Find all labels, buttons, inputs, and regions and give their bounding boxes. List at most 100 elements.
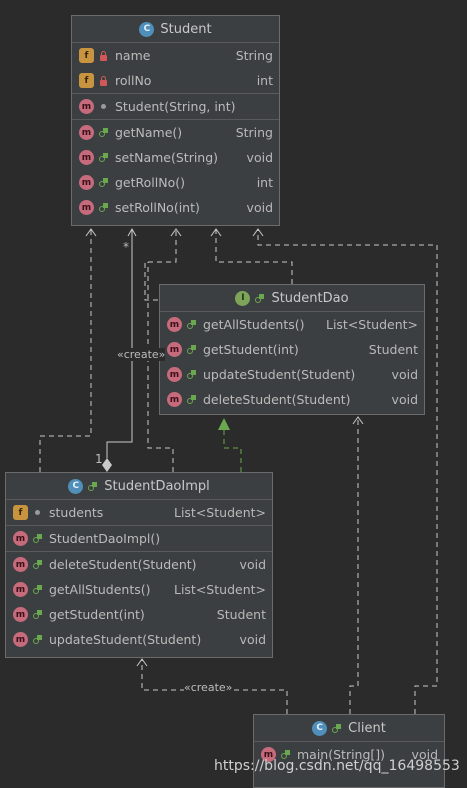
public-icon	[186, 369, 197, 380]
arrowhead-5	[352, 416, 364, 425]
dep-client-dao	[349, 417, 359, 714]
client-class[interactable]: C Client m main(String[]) void	[253, 714, 445, 788]
method-icon: m	[79, 125, 94, 140]
class-icon: C	[139, 21, 155, 37]
method-name: main(String[])	[297, 747, 386, 762]
public-icon	[32, 584, 43, 595]
multiplicity-one: 1	[95, 452, 103, 466]
field-type: int	[256, 73, 273, 88]
method-row[interactable]: m setRollNo(int) void	[72, 195, 279, 220]
method-name: deleteStudent(Student)	[49, 557, 197, 572]
method-row[interactable]: m updateStudent(Student) void	[160, 362, 424, 387]
method-icon: m	[167, 367, 182, 382]
arrowhead-3	[210, 228, 222, 237]
method-icon: m	[167, 342, 182, 357]
method-type: void	[391, 392, 418, 407]
public-icon	[98, 152, 109, 163]
package-private-icon	[32, 507, 43, 518]
public-icon	[331, 723, 342, 734]
public-icon	[98, 202, 109, 213]
method-name: updateStudent(Student)	[49, 632, 202, 647]
method-icon: m	[13, 607, 28, 622]
method-type: int	[256, 175, 273, 190]
class-icon: C	[312, 720, 328, 736]
arrowhead-2	[170, 228, 182, 237]
dep-dao-student-2	[215, 229, 293, 284]
method-name: deleteStudent(Student)	[203, 392, 351, 407]
method-name: getStudent(int)	[49, 607, 145, 622]
method-type: Student	[368, 342, 418, 357]
public-icon	[32, 634, 43, 645]
method-type: void	[411, 747, 438, 762]
method-icon: m	[13, 582, 28, 597]
public-icon	[280, 749, 291, 760]
method-name: updateStudent(Student)	[203, 367, 356, 382]
method-icon: m	[167, 392, 182, 407]
constructor-row[interactable]: m StudentDaoImpl()	[6, 526, 272, 551]
method-type: String	[235, 125, 273, 140]
student-dao-impl-constructors: m StudentDaoImpl()	[6, 526, 272, 552]
public-icon	[186, 394, 197, 405]
method-row[interactable]: m main(String[]) void	[254, 742, 444, 767]
arrowhead-1	[85, 228, 97, 237]
watermark: https://blog.csdn.net/qq_16498553	[214, 758, 460, 774]
public-icon	[32, 609, 43, 620]
composition-diamond	[102, 458, 112, 472]
dep-dao-student	[144, 229, 177, 301]
public-icon	[87, 481, 98, 492]
method-row[interactable]: m getStudent(int) Student	[160, 337, 424, 362]
method-icon: m	[13, 531, 28, 546]
method-icon: m	[79, 175, 94, 190]
method-icon: m	[79, 150, 94, 165]
package-private-icon	[98, 101, 109, 112]
public-icon	[98, 177, 109, 188]
field-name: students	[49, 505, 104, 520]
realization-line	[223, 430, 242, 472]
dep-impl-student-right	[147, 262, 174, 472]
method-name: getStudent(int)	[203, 342, 299, 357]
student-title: Student	[160, 21, 212, 37]
public-icon	[186, 319, 197, 330]
composition-line-2	[127, 227, 137, 237]
method-icon: m	[79, 200, 94, 215]
composition-line	[106, 229, 133, 458]
dep-client-impl	[141, 659, 288, 714]
method-row[interactable]: m getName() String	[72, 120, 279, 145]
interface-icon: I	[235, 290, 251, 306]
method-name: setRollNo(int)	[115, 200, 200, 215]
method-type: void	[391, 367, 418, 382]
method-name: getName()	[115, 125, 183, 140]
field-name: rollNo	[115, 73, 152, 88]
method-type: void	[246, 200, 273, 215]
student-dao-title: StudentDao	[271, 290, 349, 306]
field-icon: f	[79, 48, 94, 63]
client-title: Client	[348, 720, 386, 736]
method-icon: m	[79, 99, 94, 114]
public-icon	[32, 533, 43, 544]
method-icon: m	[167, 317, 182, 332]
method-type: void	[239, 632, 266, 647]
constructor-name: StudentDaoImpl()	[49, 531, 161, 546]
public-icon	[98, 127, 109, 138]
create-label: «create»	[117, 348, 166, 361]
method-name: getAllStudents()	[203, 317, 305, 332]
method-icon: m	[261, 747, 276, 762]
method-row[interactable]: m deleteStudent(Student) void	[160, 387, 424, 412]
